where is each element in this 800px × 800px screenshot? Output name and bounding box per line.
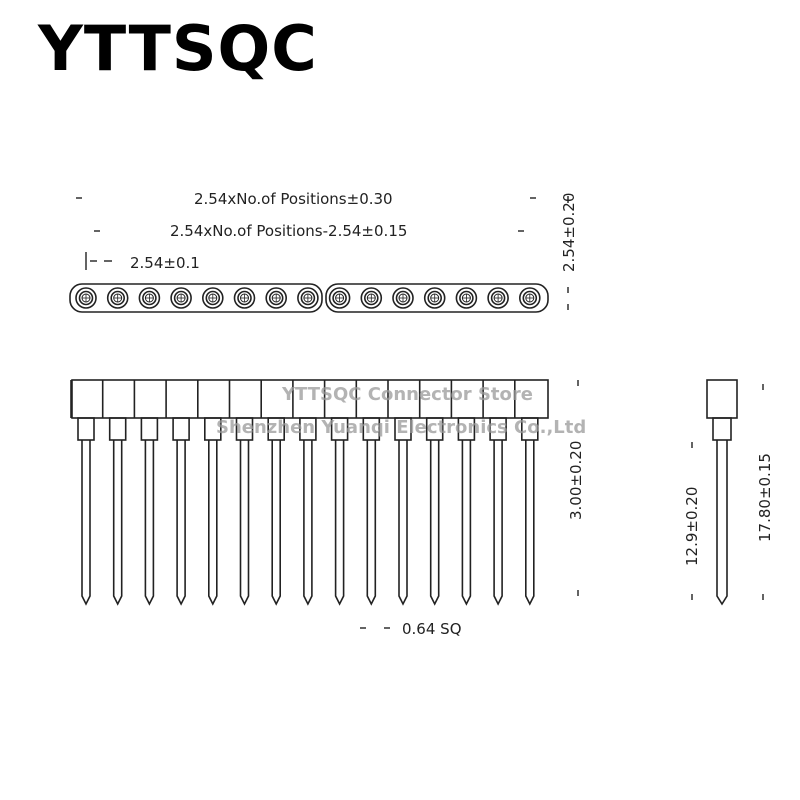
top-holes	[75, 287, 541, 309]
watermark-line-2: Shenzhen Yuanqi Electronics Co.,Ltd	[216, 417, 586, 438]
top-view	[69, 283, 549, 313]
connector-pin	[387, 380, 412, 606]
connector-pin	[260, 380, 286, 606]
dim-pin-size: 0.64 SQ	[402, 620, 462, 638]
dimension-arrows	[76, 196, 764, 629]
connector-pin	[70, 380, 95, 606]
side-pin	[716, 440, 728, 606]
connector-pin	[418, 380, 444, 606]
socket-hole	[518, 287, 541, 309]
dim-pin-span: 2.54xNo.of Positions-2.54±0.15	[170, 222, 407, 240]
connector-pin	[450, 380, 476, 606]
socket-hole	[138, 287, 161, 309]
dim-total-length: 17.80±0.15	[756, 453, 774, 542]
dim-body-height: 3.00±0.20	[567, 441, 585, 520]
connector-pin	[228, 380, 254, 606]
dim-body-width: 2.54±0.20	[560, 193, 578, 272]
dim-pitch: 2.54±0.1	[130, 254, 200, 272]
socket-hole	[455, 287, 478, 309]
brand-logo: YTTSQC	[38, 12, 318, 85]
side-shoulder	[712, 417, 732, 441]
side-body	[706, 379, 738, 419]
top-strip-right	[325, 283, 549, 313]
connector-pin	[482, 380, 507, 606]
connector-pin	[292, 380, 317, 606]
socket-hole	[328, 287, 351, 309]
socket-hole	[392, 287, 414, 309]
socket-hole	[265, 287, 288, 309]
socket-hole	[423, 287, 446, 309]
socket-hole	[487, 287, 509, 309]
socket-hole	[360, 287, 383, 309]
connector-pin	[355, 380, 381, 606]
watermark-line-1: YTTSQC Connector Store	[281, 384, 533, 405]
socket-hole	[75, 287, 97, 309]
connector-pin	[133, 380, 159, 606]
front-pins	[70, 380, 539, 606]
side-view	[706, 379, 738, 606]
dim-tail-length: 12.9±0.20	[683, 487, 701, 566]
socket-hole	[106, 287, 129, 309]
connector-pin	[101, 380, 127, 606]
connector-pin	[165, 380, 190, 606]
top-strip-left	[69, 283, 323, 313]
socket-hole	[297, 287, 319, 309]
dim-overall-length: 2.54xNo.of Positions±0.30	[194, 190, 393, 208]
connector-pin	[197, 380, 222, 606]
socket-hole	[202, 287, 224, 309]
socket-hole	[233, 287, 256, 309]
connector-pin	[513, 380, 539, 606]
socket-hole	[170, 287, 192, 309]
front-view	[70, 379, 549, 606]
connector-pin	[323, 380, 349, 606]
